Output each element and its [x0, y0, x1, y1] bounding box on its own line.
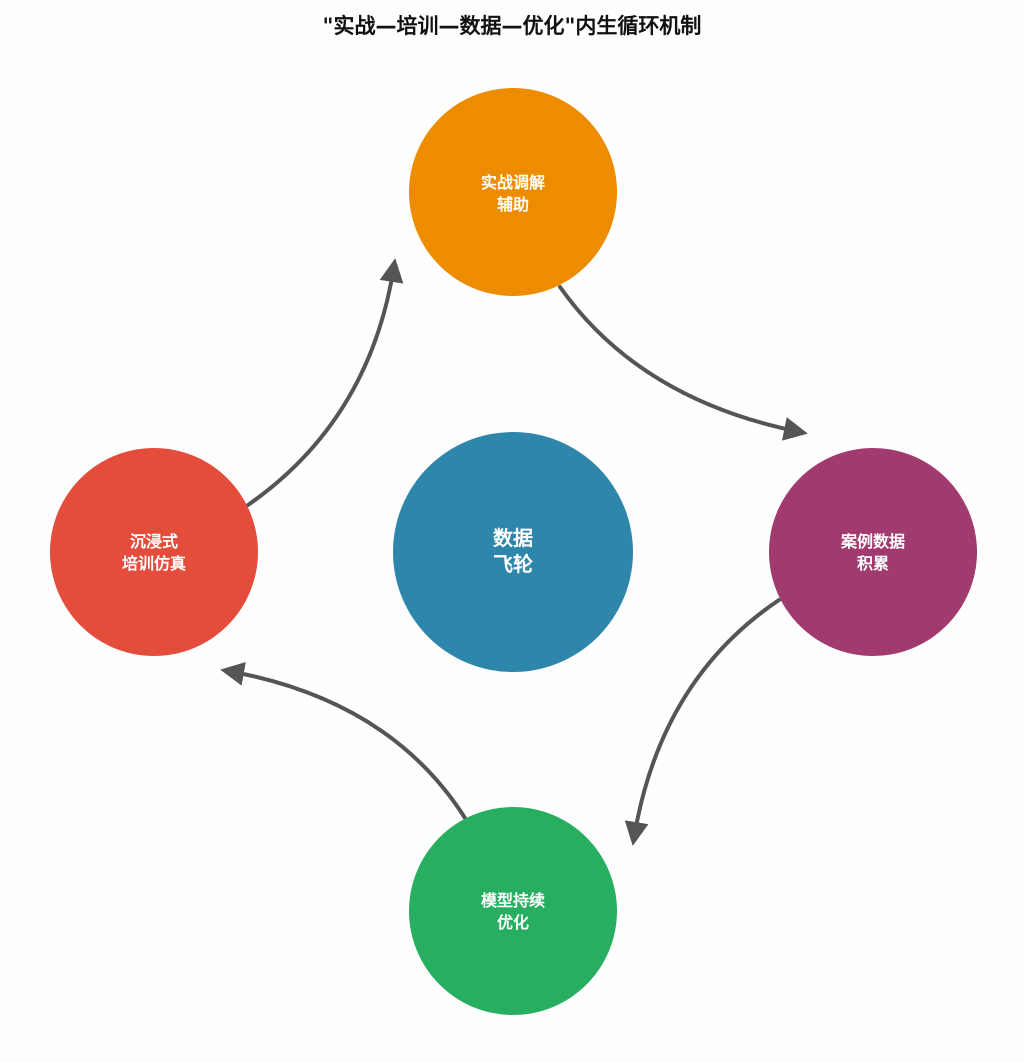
node-label: 案例数据: [840, 532, 905, 551]
node-left: 沉浸式 培训仿真: [50, 448, 258, 656]
node-circle: [50, 448, 258, 656]
arrow-top-to-right: [558, 285, 808, 441]
arrow-left-to-top: [246, 258, 404, 507]
node-circle: [409, 88, 617, 296]
node-center: 数据 飞轮: [393, 432, 633, 672]
node-label: 模型持续: [481, 891, 545, 910]
node-label: 培训仿真: [122, 554, 186, 573]
diagram-title: "实战—培训—数据—优化"内生循环机制: [322, 14, 702, 38]
node-circle: [769, 448, 977, 656]
node-label: 飞轮: [493, 552, 533, 576]
node-circle: [393, 432, 633, 672]
node-top: 实战调解 辅助: [409, 88, 617, 296]
node-label: 数据: [493, 526, 533, 550]
node-label: 沉浸式: [130, 532, 178, 551]
arrow-right-to-bottom: [624, 598, 781, 846]
node-circle: [409, 807, 617, 1015]
node-label: 优化: [497, 913, 529, 932]
node-right: 案例数据 积累: [769, 448, 977, 656]
node-bottom: 模型持续 优化: [409, 807, 617, 1015]
node-label: 辅助: [497, 195, 529, 214]
node-label: 积累: [857, 554, 889, 573]
node-label: 实战调解: [481, 173, 545, 192]
arrow-bottom-to-left: [220, 662, 467, 820]
